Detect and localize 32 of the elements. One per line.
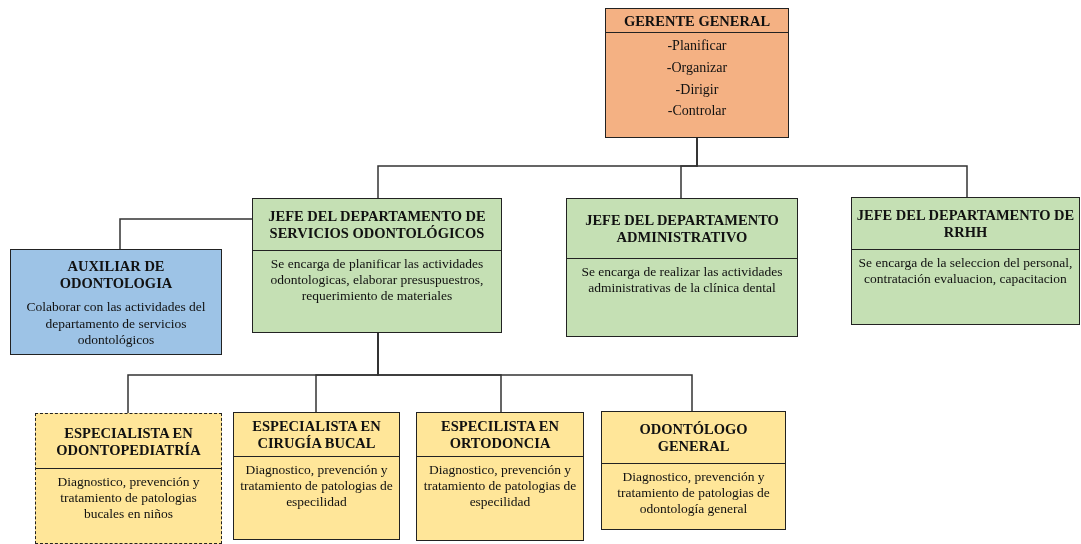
box-title: ESPECILISTA EN ORTODONCIA [440,418,560,452]
box-title: ESPECIALISTA EN CIRUGÍA BUCAL [251,418,382,452]
org-chart-box [605,8,789,138]
org-chart-box [416,412,584,541]
box-description: Se encarga de la seleccion del personal, contratación evaluacion, capacitacion [858,255,1073,287]
box-title: ESPECIALISTA EN ODONTOPEDIATRÍA [55,424,202,459]
box-description: Diagnostico, prevención y tratamiento de patologias bucales en niños [57,474,200,522]
duty-item: -Planificar [667,38,727,53]
duty-item: -Dirigir [675,81,719,97]
org-chart-box [566,198,798,337]
duty-item: -Organizar [666,59,728,75]
box-title: AUXILIAR DE ODONTOLOGIA [58,258,174,292]
org-chart-box [601,411,786,530]
box-title: GERENTE GENERAL [622,12,772,30]
box-description: Colaborar con las actividades del departamento de servicios odontológicos [26,299,206,347]
connector-line [696,137,968,198]
org-chart-box [252,198,502,333]
box-description: Diagnostico, prevención y tratamiento de patologias de especilidad [240,462,393,510]
box-description: Se encarga de planificar las actividades odontologicas, elaborar presuspuestros, requerimiento de materiales [270,256,484,304]
org-chart-box [10,249,222,355]
org-chart-box [233,412,400,540]
org-chart-box [35,413,222,544]
box-description: Diagnostico, prevención y tratamiento de patologias de odontología general [617,469,770,517]
box-title: ODONTÓLOGO GENERAL [638,421,749,455]
box-description: Diagnostico, prevención y tratamiento de patologias de especilidad [423,462,577,510]
duty-item: -Controlar [667,103,727,119]
connector-line [119,218,253,250]
box-description: Se encarga de realizar las actividades administrativas de la clínica dental [581,264,783,296]
org-chart-box [851,197,1080,325]
box-title: JEFE DEL DEPARTAMENTO DE RRHH [855,207,1076,241]
box-title: JEFE DEL DEPARTAMENTO ADMINISTRATIVO [584,212,780,246]
box-title: JEFE DEL DEPARTAMENTO DE SERVICIOS ODONTOLÓGICOS [267,208,487,242]
